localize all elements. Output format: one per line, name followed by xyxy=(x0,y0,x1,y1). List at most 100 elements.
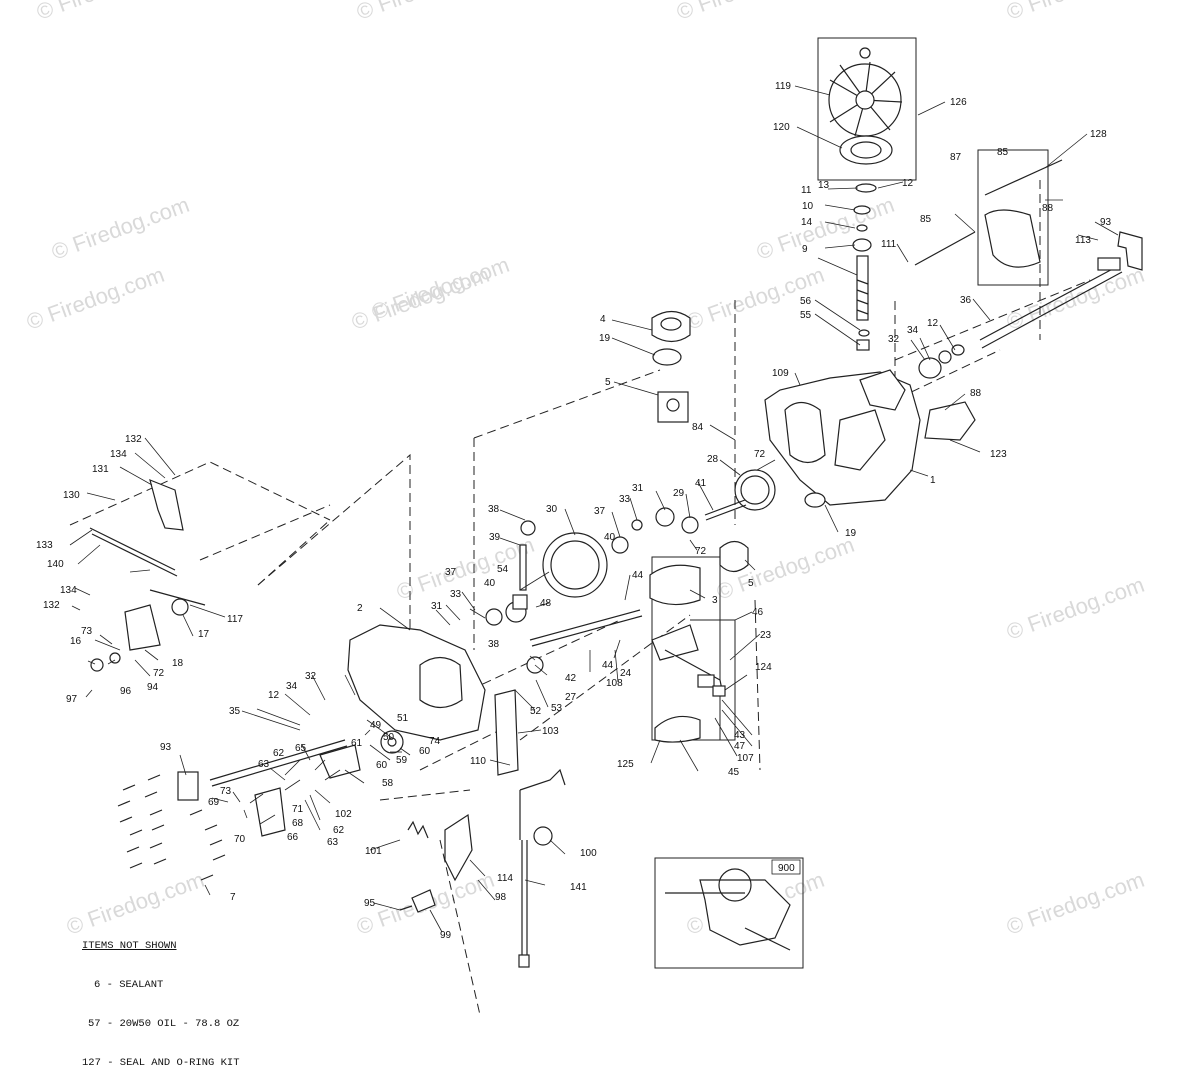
callout-54: 54 xyxy=(497,564,509,575)
callout-46: 46 xyxy=(752,607,764,618)
callout-93: 93 xyxy=(1100,217,1112,228)
callout-1: 1 xyxy=(930,475,936,486)
callout-128: 128 xyxy=(1090,129,1107,140)
callout-34: 34 xyxy=(907,325,919,336)
items-not-shown-heading: ITEMS NOT SHOWN xyxy=(82,940,177,952)
callout-11: 11 xyxy=(801,185,812,196)
callout-96: 96 xyxy=(120,686,132,697)
callout-28: 28 xyxy=(707,454,719,465)
callout-71: 71 xyxy=(292,804,304,815)
watermark-text: © Firedog.com xyxy=(393,532,537,605)
callout-31: 31 xyxy=(431,601,443,612)
callout-32: 32 xyxy=(888,334,900,345)
callout-36: 36 xyxy=(960,295,972,306)
callout-47: 47 xyxy=(734,741,746,752)
inset-machine xyxy=(665,868,791,951)
leader-lines xyxy=(69,85,1119,933)
callout-labels: 1234557910111212121314161718191923242728… xyxy=(36,81,1112,941)
callout-63: 63 xyxy=(327,837,339,848)
callout-61: 61 xyxy=(351,738,363,749)
callout-72: 72 xyxy=(153,668,165,679)
watermark-text: © Firedog.com xyxy=(1003,262,1147,335)
callout-73: 73 xyxy=(81,626,93,637)
callout-37: 37 xyxy=(445,567,457,578)
callout-84: 84 xyxy=(692,422,704,433)
callout-70: 70 xyxy=(234,834,246,845)
callout-114: 114 xyxy=(497,873,513,884)
callout-42: 42 xyxy=(565,673,577,684)
callout-33: 33 xyxy=(450,589,462,600)
callout-27: 27 xyxy=(565,692,577,703)
watermark-text: © Firedog.com xyxy=(33,0,177,25)
callout-2: 2 xyxy=(357,603,363,614)
callout-98: 98 xyxy=(495,892,507,903)
callout-111: 111 xyxy=(881,239,897,250)
callout-87: 87 xyxy=(950,152,962,163)
callout-124: 124 xyxy=(755,662,772,673)
callout-134: 134 xyxy=(60,585,77,596)
callout-93: 93 xyxy=(160,742,172,753)
callout-141: 141 xyxy=(570,882,587,893)
callout-14: 14 xyxy=(801,217,813,228)
callout-51: 51 xyxy=(397,713,409,724)
callout-13: 13 xyxy=(818,180,830,191)
callout-72: 72 xyxy=(695,546,707,557)
callout-102: 102 xyxy=(335,809,352,820)
callout-55: 55 xyxy=(800,310,812,321)
callout-56: 56 xyxy=(800,296,812,307)
watermark-text: © Firedog.com xyxy=(673,0,817,25)
callout-66: 66 xyxy=(287,832,299,843)
callout-48: 48 xyxy=(540,598,552,609)
part-frames xyxy=(651,37,1049,969)
callout-33: 33 xyxy=(619,494,631,505)
callout-5: 5 xyxy=(748,578,754,589)
callout-19: 19 xyxy=(599,333,611,344)
watermark-text: © Firedog.com xyxy=(368,252,512,325)
watermark-text: © Firedog.com xyxy=(753,192,897,265)
callout-94: 94 xyxy=(147,682,159,693)
callout-38: 38 xyxy=(488,504,500,515)
callout-85: 85 xyxy=(920,214,932,225)
callout-19: 19 xyxy=(845,528,857,539)
callout-131: 131 xyxy=(92,464,109,475)
callout-12: 12 xyxy=(927,318,939,329)
callout-49: 49 xyxy=(370,720,382,731)
callout-31: 31 xyxy=(632,483,644,494)
callout-117: 117 xyxy=(227,614,243,625)
callout-119: 119 xyxy=(775,81,791,92)
callout-24: 24 xyxy=(620,668,632,679)
callout-100: 100 xyxy=(580,848,597,859)
callout-16: 16 xyxy=(70,636,82,647)
callout-3: 3 xyxy=(712,595,718,606)
watermark-text: © Firedog.com xyxy=(1003,0,1147,25)
callout-45: 45 xyxy=(728,767,740,778)
callout-52: 52 xyxy=(530,706,542,717)
watermark-text: © Firedog.com xyxy=(1003,572,1147,645)
callout-5: 5 xyxy=(605,377,611,388)
callout-40: 40 xyxy=(604,532,616,543)
fan-part xyxy=(828,47,903,137)
callout-7: 7 xyxy=(230,892,236,903)
watermark-text: © Firedog.com xyxy=(48,192,192,265)
callout-130: 130 xyxy=(63,490,80,501)
items-not-shown-item: 6 - SEALANT xyxy=(94,979,164,991)
callout-120: 120 xyxy=(773,122,790,133)
parts xyxy=(89,47,1143,968)
callout-17: 17 xyxy=(198,629,210,640)
callout-99: 99 xyxy=(440,930,452,941)
callout-65: 65 xyxy=(295,743,307,754)
callout-12: 12 xyxy=(268,690,280,701)
callout-125: 125 xyxy=(617,759,634,770)
callout-34: 34 xyxy=(286,681,298,692)
watermark-text: © Firedog.com xyxy=(353,0,497,25)
callout-63: 63 xyxy=(258,759,270,770)
callout-50: 50 xyxy=(383,732,395,743)
callout-85: 85 xyxy=(997,147,1009,158)
callout-30: 30 xyxy=(546,504,558,515)
callout-101: 101 xyxy=(365,846,382,857)
inset-label-box xyxy=(771,859,801,875)
callout-68: 68 xyxy=(292,818,304,829)
callout-113: 113 xyxy=(1075,235,1091,246)
callout-140: 140 xyxy=(47,559,64,570)
inset-label: 900 xyxy=(778,863,795,874)
